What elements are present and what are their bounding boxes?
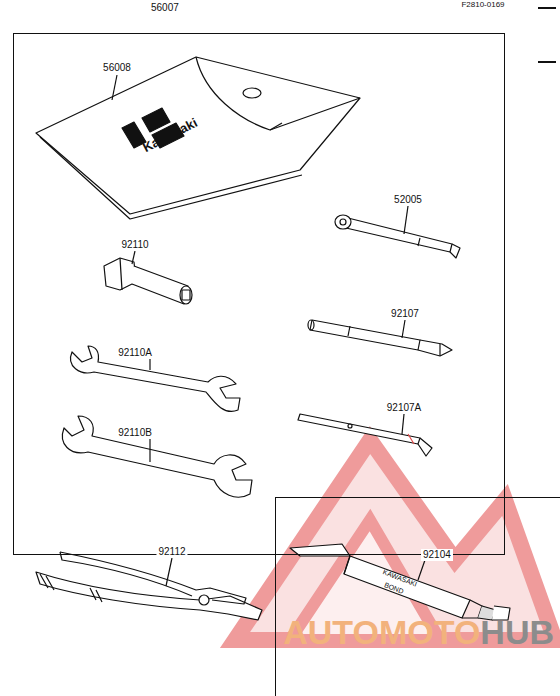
callout-number: 92104 (421, 549, 453, 561)
sub-assembly-box: 92104 (275, 497, 560, 696)
kit-frame: 56007 (13, 33, 505, 555)
watermark: AUTOMOTO (283, 615, 480, 649)
callout-number: 56007 (149, 2, 181, 14)
callout-number: 92110B (116, 427, 154, 439)
drawing-number: F2810-0169 (461, 1, 504, 9)
callout-number: 92110A (116, 347, 154, 359)
watermark: HUB (480, 615, 554, 649)
callout-number: 92107 (389, 308, 421, 320)
callout-number: 52005 (392, 194, 424, 206)
callout-number: 56008 (101, 62, 133, 74)
callout-number: 92112 (156, 546, 187, 558)
callout-number: 92110 (119, 239, 150, 251)
callout-number: 92107A (385, 402, 423, 414)
watermark-logo (235, 440, 555, 640)
